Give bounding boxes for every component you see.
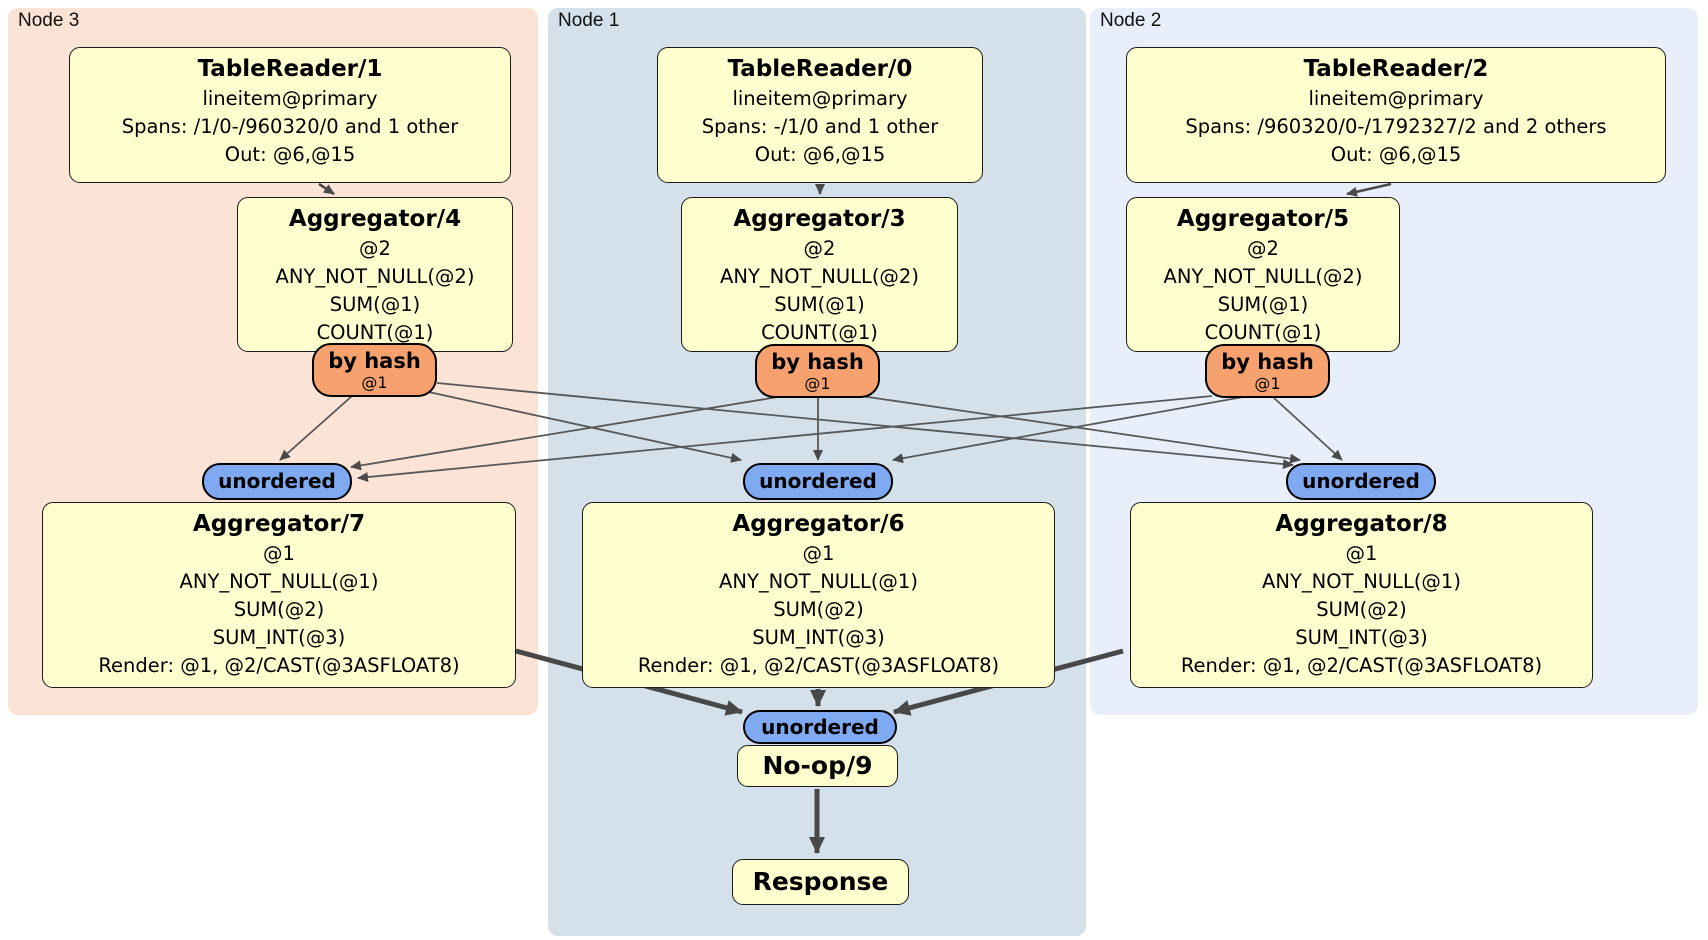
- router-by-hash-middle: by hash @1: [755, 344, 880, 398]
- node-title: Response: [752, 867, 889, 896]
- node-detail: SUM_INT(@3): [212, 626, 346, 649]
- router-by-hash-right: by hash @1: [1205, 344, 1330, 398]
- node-detail: SUM(@1): [774, 293, 865, 316]
- router-label: by hash: [328, 349, 421, 373]
- node-detail: ANY_NOT_NULL(@1): [179, 570, 379, 593]
- router-label: by hash: [771, 350, 864, 374]
- node-no-op-9: No-op/9: [737, 745, 898, 787]
- stream-unordered-final: unordered: [743, 710, 897, 744]
- node-detail: SUM(@1): [329, 293, 421, 316]
- panel-label-node-3: Node 3: [18, 10, 80, 31]
- node-title: TableReader/2: [1303, 56, 1489, 82]
- node-detail: SUM(@2): [233, 598, 325, 621]
- node-detail: Out: @6,@15: [224, 143, 356, 166]
- edge-hash4-uno6: [423, 390, 742, 463]
- node-detail: ANY_NOT_NULL(@2): [1163, 265, 1363, 288]
- node-detail: ANY_NOT_NULL(@2): [275, 265, 475, 288]
- node-title: Aggregator/7: [192, 511, 366, 537]
- node-detail: @1: [263, 542, 295, 565]
- node-detail: COUNT(@1): [1204, 321, 1322, 344]
- router-hash-columns: @1: [1254, 374, 1281, 393]
- node-title: Aggregator/5: [1176, 206, 1350, 232]
- edge-hash3-uno8: [860, 395, 1301, 464]
- node-detail: SUM(@2): [773, 598, 864, 621]
- node-aggregator-7: Aggregator/7 @1 ANY_NOT_NULL(@1) SUM(@2)…: [42, 502, 516, 688]
- node-detail: Render: @1, @2/CAST(@3ASFLOAT8): [98, 654, 460, 677]
- node-detail: @1: [1345, 542, 1378, 565]
- edge-hash5-uno8: [1273, 397, 1343, 461]
- node-aggregator-3: Aggregator/3 @2 ANY_NOT_NULL(@2) SUM(@1)…: [681, 197, 958, 352]
- router-by-hash-left: by hash @1: [312, 343, 437, 397]
- router-label: by hash: [1221, 350, 1314, 374]
- edge-tr1-agg4: [318, 182, 335, 196]
- node-title: Aggregator/4: [288, 206, 462, 232]
- edge-tr2-agg5: [1346, 182, 1392, 197]
- node-detail: @2: [803, 237, 836, 260]
- node-detail: SUM(@2): [1316, 598, 1407, 621]
- node-detail: Render: @1, @2/CAST(@3ASFLOAT8): [1180, 654, 1543, 677]
- node-detail: lineitem@primary: [732, 87, 908, 110]
- node-detail: ANY_NOT_NULL(@1): [1262, 570, 1461, 593]
- node-detail: Out: @6,@15: [1330, 143, 1462, 166]
- node-detail: Spans: /960320/0-/1792327/2 and 2 others: [1185, 115, 1607, 138]
- node-detail: Spans: /1/0-/960320/0 and 1 other: [121, 115, 459, 138]
- panel-label-node-2: Node 2: [1100, 10, 1162, 31]
- panel-label-node-1: Node 1: [558, 10, 620, 31]
- node-aggregator-4: Aggregator/4 @2 ANY_NOT_NULL(@2) SUM(@1)…: [237, 197, 513, 352]
- node-title: No-op/9: [762, 751, 873, 780]
- node-detail: ANY_NOT_NULL(@1): [719, 570, 918, 593]
- router-hash-columns: @1: [361, 373, 388, 392]
- node-response: Response: [732, 859, 909, 905]
- node-title: TableReader/0: [727, 56, 913, 82]
- node-detail: SUM(@1): [1217, 293, 1309, 316]
- node-aggregator-8: Aggregator/8 @1 ANY_NOT_NULL(@1) SUM(@2)…: [1130, 502, 1593, 688]
- node-detail: ANY_NOT_NULL(@2): [720, 265, 919, 288]
- node-detail: @2: [1247, 237, 1279, 260]
- node-detail: COUNT(@1): [761, 321, 878, 344]
- stream-unordered-right: unordered: [1286, 463, 1436, 500]
- router-hash-columns: @1: [804, 374, 831, 393]
- stream-label: unordered: [1302, 469, 1420, 493]
- node-title: TableReader/1: [197, 56, 383, 82]
- node-detail: COUNT(@1): [316, 321, 434, 344]
- edge-hash3-uno7: [350, 396, 779, 471]
- node-detail: SUM_INT(@3): [1295, 626, 1428, 649]
- stream-unordered-left: unordered: [202, 463, 352, 500]
- node-detail: Spans: -/1/0 and 1 other: [701, 115, 939, 138]
- edge-hash4-uno8: [436, 382, 1294, 470]
- node-detail: lineitem@primary: [1308, 87, 1484, 110]
- edge-hash5-uno6: [892, 396, 1244, 464]
- node-aggregator-6: Aggregator/6 @1 ANY_NOT_NULL(@1) SUM(@2)…: [582, 502, 1055, 688]
- node-detail: @2: [359, 237, 391, 260]
- node-detail: @1: [802, 542, 835, 565]
- node-detail: Out: @6,@15: [754, 143, 886, 166]
- edge-hash5-uno7: [357, 395, 1213, 483]
- node-title: Aggregator/8: [1275, 511, 1448, 537]
- node-detail: Render: @1, @2/CAST(@3ASFLOAT8): [637, 654, 1000, 677]
- node-aggregator-5: Aggregator/5 @2 ANY_NOT_NULL(@2) SUM(@1)…: [1126, 197, 1400, 352]
- edge-hash4-uno7: [279, 395, 353, 461]
- stream-unordered-middle: unordered: [743, 463, 893, 500]
- stream-label: unordered: [761, 715, 879, 739]
- node-detail: lineitem@primary: [202, 87, 378, 110]
- stream-label: unordered: [759, 469, 877, 493]
- node-tablereader-0: TableReader/0 lineitem@primary Spans: -/…: [657, 47, 983, 183]
- node-tablereader-1: TableReader/1 lineitem@primary Spans: /1…: [69, 47, 511, 183]
- node-tablereader-2: TableReader/2 lineitem@primary Spans: /9…: [1126, 47, 1666, 183]
- node-title: Aggregator/3: [733, 206, 906, 232]
- node-title: Aggregator/6: [732, 511, 905, 537]
- stream-label: unordered: [218, 469, 336, 493]
- node-detail: SUM_INT(@3): [752, 626, 885, 649]
